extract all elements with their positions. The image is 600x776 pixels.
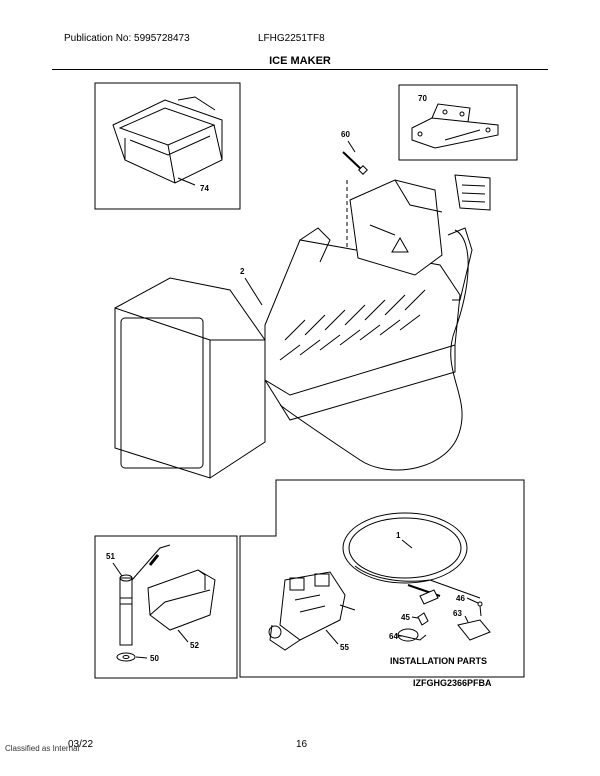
leader-74	[177, 177, 196, 186]
leader-63	[464, 615, 469, 623]
callout-1: 1	[396, 531, 401, 540]
header-rule	[52, 69, 548, 70]
leader-45	[411, 616, 419, 619]
installation-parts-label: INSTALLATION PARTS	[390, 656, 487, 666]
ice-maker-drawing	[114, 174, 491, 479]
kit-code: IZFGHG2366PFBA	[413, 678, 492, 688]
leader-1	[401, 539, 413, 549]
callout-45: 45	[401, 613, 410, 622]
ice-bucket-frame	[94, 82, 241, 210]
installation-parts-frame	[239, 479, 525, 678]
footer-date: 03/22	[68, 739, 94, 750]
fill-tube-frame	[94, 535, 238, 679]
ice-bucket-drawing	[112, 96, 223, 184]
callout-52: 52	[190, 641, 199, 650]
leader-55	[325, 629, 339, 645]
leader-51	[112, 562, 123, 577]
callout-55: 55	[340, 643, 349, 652]
water-tube-drawing	[342, 512, 481, 599]
model-number: LFHG2251TF8	[258, 33, 325, 44]
bracket-frame	[398, 84, 518, 161]
leader-60	[347, 140, 356, 153]
callout-60: 60	[341, 130, 350, 139]
page-number: 16	[296, 739, 308, 750]
leader-50	[135, 656, 148, 659]
water-valve-drawing	[268, 571, 356, 651]
bracket-drawing	[411, 103, 499, 149]
fittings-drawing	[397, 589, 491, 642]
callout-64: 64	[389, 632, 398, 641]
leader-46	[466, 597, 479, 604]
callout-46: 46	[456, 594, 465, 603]
screw-60-drawing	[342, 151, 368, 175]
callout-50: 50	[150, 654, 159, 663]
fill-tube-drawing	[116, 544, 216, 662]
callout-70: 70	[418, 94, 427, 103]
leader-2	[244, 277, 263, 306]
callout-2: 2	[240, 267, 245, 276]
callout-74: 74	[200, 184, 209, 193]
classification-label: Classified as Internal	[5, 744, 80, 753]
callout-63: 63	[453, 609, 462, 618]
callout-51: 51	[106, 552, 115, 561]
leader-52	[177, 629, 189, 643]
page-title: ICE MAKER	[269, 55, 331, 67]
publication-number: Publication No: 5995728473	[64, 33, 190, 44]
